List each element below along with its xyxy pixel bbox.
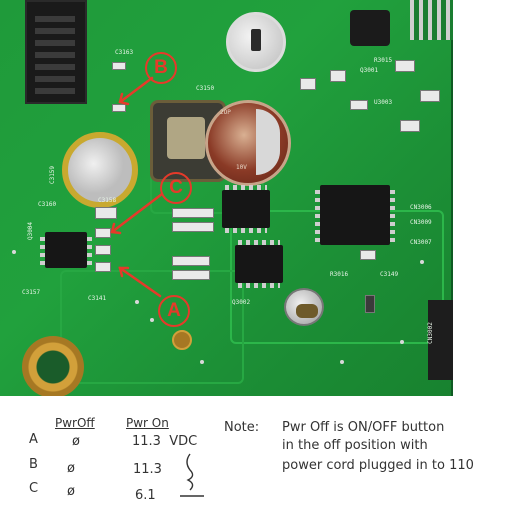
silk-label: Q3002 <box>232 299 251 306</box>
connector-pads <box>410 0 453 40</box>
transistor <box>284 288 324 326</box>
pcb-photo: 2OP 10V C3163 C3157 C3158 C3159 C3 <box>0 0 453 396</box>
marker-c: C <box>160 172 192 204</box>
silk-label: 2OP <box>220 109 231 116</box>
smd-component <box>172 208 214 218</box>
ic-chip-q3004 <box>40 232 92 268</box>
annotation-arrows <box>110 76 164 298</box>
ic-chip <box>222 185 270 233</box>
silk-label: C3149 <box>380 271 399 278</box>
smd-component <box>350 100 368 110</box>
yellow-electrolytic-capacitor <box>62 132 138 208</box>
silk-label: U3003 <box>374 99 393 106</box>
copyright-watermark: © 2014 ShopJimmy.com, LLC <box>108 400 201 407</box>
large-electrolytic-capacitor <box>205 100 291 186</box>
silk-label: C3141 <box>88 295 107 302</box>
smd-component <box>400 120 420 132</box>
silk-label: CN3009 <box>410 219 432 226</box>
note-line-1: Pwr Off is ON/OFF button <box>282 420 445 435</box>
smd-component <box>112 104 126 112</box>
pin-header-connector <box>25 0 87 104</box>
silk-label: 10V <box>236 164 247 171</box>
brace-mark <box>180 453 204 497</box>
note-line-3: power cord plugged in to 110 <box>282 458 474 473</box>
note-line-2: in the off position with <box>282 438 428 453</box>
silk-label: Q3001 <box>360 67 379 74</box>
smd-component <box>420 90 440 102</box>
via <box>200 360 204 364</box>
board-edge <box>451 0 453 396</box>
row-a-on: 11.3 VDC <box>132 434 198 449</box>
silk-label: CN3006 <box>410 204 432 211</box>
column-header-on: Pwr On <box>126 416 169 430</box>
via <box>420 260 424 264</box>
smd-component <box>395 60 415 72</box>
ic-chip-q3002 <box>235 240 283 288</box>
right-connector <box>428 300 453 380</box>
via <box>400 340 404 344</box>
smd-component <box>300 78 316 90</box>
via <box>340 360 344 364</box>
silk-label: C3158 <box>98 197 117 204</box>
silk-label: C3150 <box>196 85 215 92</box>
silk-label: R3016 <box>330 271 349 278</box>
silk-label: C3157 <box>22 289 41 296</box>
row-label-c: C <box>29 481 39 496</box>
row-b-on: 11.3 <box>133 462 162 477</box>
marker-b: B <box>145 52 177 84</box>
smd-component <box>172 222 214 232</box>
silk-label: R3015 <box>374 57 393 64</box>
silk-label: C3163 <box>115 49 134 56</box>
silk-label: C3160 <box>38 201 57 208</box>
via <box>150 318 154 322</box>
smd-component <box>112 62 126 70</box>
smd-component <box>95 207 117 219</box>
smd-component <box>365 295 375 313</box>
connector-pads <box>350 10 390 46</box>
via <box>12 250 16 254</box>
marker-a: A <box>158 295 190 327</box>
via <box>135 300 139 304</box>
column-header-off: PwrOff <box>55 416 95 430</box>
smd-component <box>360 250 376 260</box>
screw-mount-hole <box>22 336 84 396</box>
row-b-off: ø <box>67 461 75 476</box>
row-label-b: B <box>29 457 38 472</box>
silk-label: CN3007 <box>410 239 432 246</box>
ic-chip-u3003 <box>315 185 395 245</box>
copper-trace <box>60 270 244 384</box>
row-a-off: ø <box>72 434 80 449</box>
row-label-a: A <box>29 432 38 447</box>
smd-component <box>95 262 111 272</box>
note-label: Note: <box>224 420 260 435</box>
small-electrolytic-capacitor <box>226 12 286 72</box>
smd-component <box>172 270 210 280</box>
row-c-on: 6.1 <box>135 488 156 503</box>
mount-hole <box>172 330 192 350</box>
smd-component <box>172 256 210 266</box>
smd-component <box>330 70 346 82</box>
smd-component <box>95 245 111 255</box>
row-c-off: ø <box>67 484 75 499</box>
